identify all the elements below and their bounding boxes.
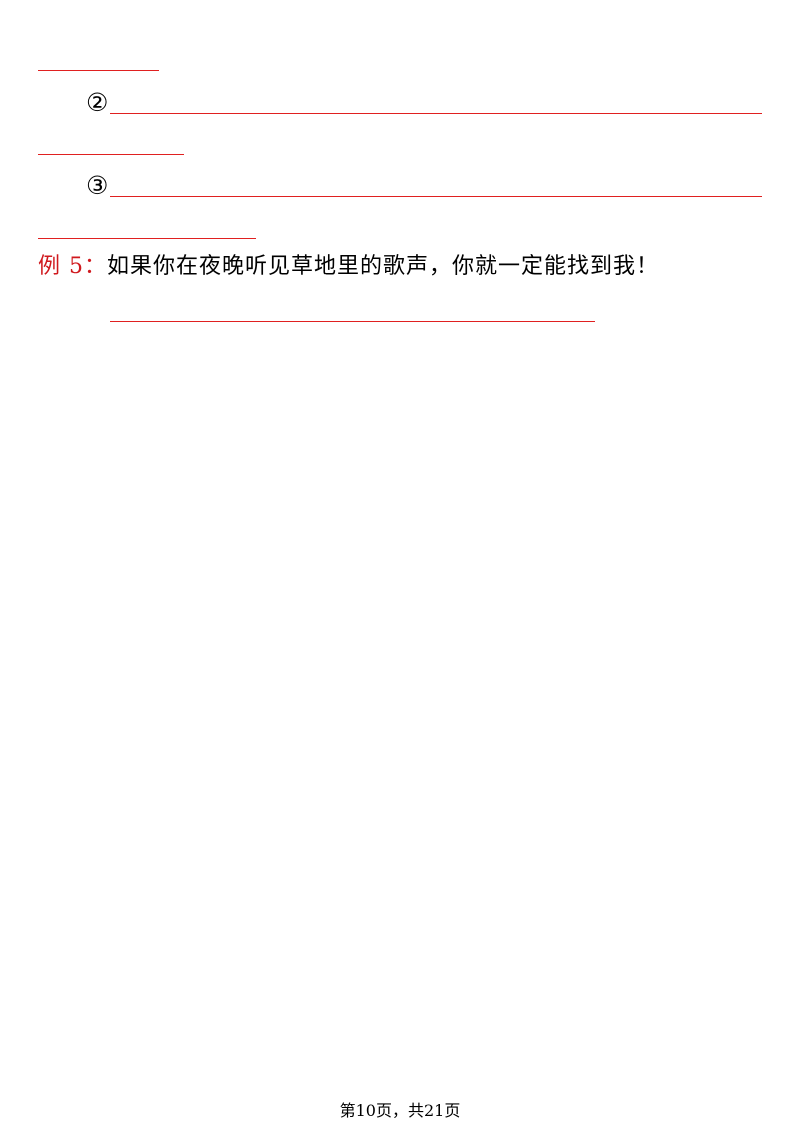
answer-line-example-5 — [110, 321, 595, 322]
answer-line-item-2-continuation — [38, 154, 184, 155]
answer-line-item-3 — [110, 196, 762, 197]
answer-line-continuation-1 — [38, 70, 159, 71]
circled-number-3: ③ — [86, 171, 109, 200]
example-sentence: 如果你在夜晚听见草地里的歌声，你就一定能找到我！ — [107, 254, 660, 279]
example-5: 例 5：如果你在夜晚听见草地里的歌声，你就一定能找到我！ — [38, 256, 659, 278]
circled-number-2: ② — [86, 88, 109, 117]
answer-line-item-3-continuation — [38, 238, 256, 239]
example-label: 例 5： — [38, 254, 107, 279]
page-number-footer: 第10页，共21页 — [339, 1101, 461, 1120]
answer-line-item-2 — [110, 113, 762, 114]
